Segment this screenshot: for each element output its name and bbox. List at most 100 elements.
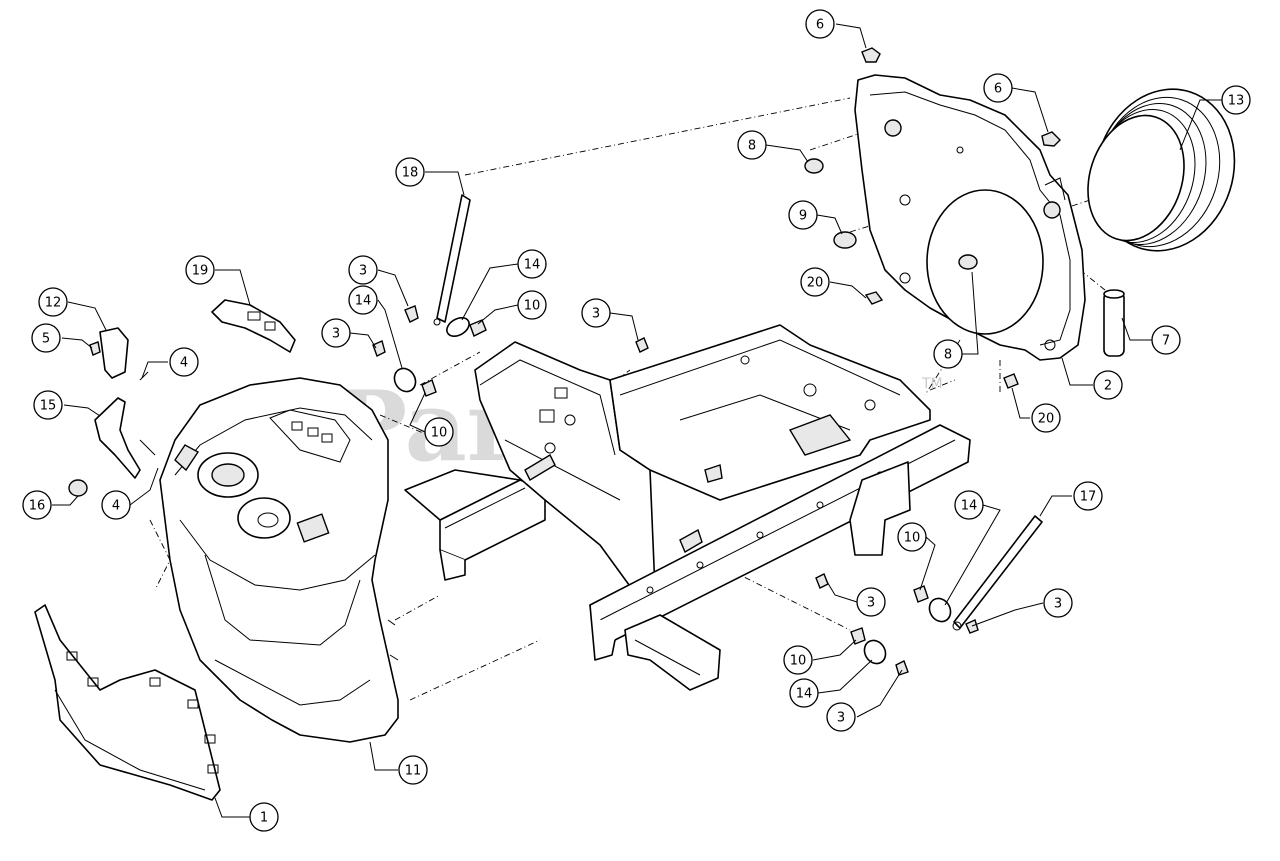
callout-10: 10	[424, 417, 454, 447]
callout-17: 17	[1073, 481, 1103, 511]
callout-10: 10	[897, 522, 927, 552]
callout-label: 14	[524, 258, 541, 273]
callout-circle	[22, 490, 52, 520]
callout-circle	[897, 522, 927, 552]
callout-8: 8	[737, 130, 767, 160]
callout-circle	[856, 587, 886, 617]
callout-circle	[933, 339, 963, 369]
callout-circle	[31, 323, 61, 353]
callout-10: 10	[783, 645, 813, 675]
callout-label: 6	[994, 82, 1002, 97]
callout-circle	[169, 347, 199, 377]
callout-7: 7	[1151, 325, 1181, 355]
callout-3: 3	[348, 255, 378, 285]
callout-label: 20	[1038, 412, 1055, 427]
callout-circle	[581, 298, 611, 328]
callout-label: 8	[748, 139, 756, 154]
callout-3: 3	[581, 298, 611, 328]
callout-11: 11	[398, 755, 428, 785]
callout-16: 16	[22, 490, 52, 520]
callout-19: 19	[185, 255, 215, 285]
rod-parts	[433, 194, 1043, 631]
callout-label: 11	[405, 764, 422, 779]
callout-circle	[1151, 325, 1181, 355]
callout-label: 4	[112, 499, 120, 514]
callout-3: 3	[856, 587, 886, 617]
callout-20: 20	[1031, 403, 1061, 433]
callout-14: 14	[517, 249, 547, 279]
callout-label: 7	[1162, 334, 1170, 349]
callout-label: 6	[816, 18, 824, 33]
callout-label: 10	[790, 654, 807, 669]
callout-label: 15	[40, 399, 57, 414]
callout-label: 17	[1080, 490, 1097, 505]
callout-2: 2	[1093, 370, 1123, 400]
callout-circle	[954, 490, 984, 520]
callout-circle	[1093, 370, 1123, 400]
callout-label: 13	[1228, 94, 1245, 109]
callout-8: 8	[933, 339, 963, 369]
callout-circle	[805, 9, 835, 39]
callout-3: 3	[826, 702, 856, 732]
callout-circle	[826, 702, 856, 732]
part-19-bracket	[211, 299, 296, 353]
callout-12: 12	[38, 287, 68, 317]
callout-circle	[321, 318, 351, 348]
callout-circle	[1031, 403, 1061, 433]
callout-label: 12	[45, 296, 62, 311]
callout-3: 3	[321, 318, 351, 348]
callout-label: 9	[799, 209, 807, 224]
callout-circle	[1221, 85, 1251, 115]
leader-lines	[52, 23, 1222, 818]
panel-hardware	[804, 47, 1061, 389]
callout-13: 13	[1221, 85, 1251, 115]
callout-label: 14	[961, 499, 978, 514]
callout-3: 3	[1043, 588, 1073, 618]
callout-5: 5	[31, 323, 61, 353]
callout-circle	[800, 267, 830, 297]
callout-circle	[398, 755, 428, 785]
callout-circle	[33, 390, 63, 420]
callout-circle	[517, 249, 547, 279]
callout-label: 1	[260, 811, 268, 826]
callout-circle	[783, 645, 813, 675]
callout-label: 3	[359, 264, 367, 279]
callout-circle	[1073, 481, 1103, 511]
callout-label: 3	[592, 307, 600, 322]
callout-label: 5	[42, 332, 50, 347]
callout-circle	[517, 290, 547, 320]
callout-4: 4	[169, 347, 199, 377]
callout-1: 1	[249, 802, 279, 832]
callout-label: 3	[867, 596, 875, 611]
callout-label: 20	[807, 276, 824, 291]
callout-circle	[737, 130, 767, 160]
callout-10: 10	[517, 290, 547, 320]
callout-14: 14	[954, 490, 984, 520]
callout-label: 4	[180, 356, 188, 371]
callout-label: 10	[524, 299, 541, 314]
callout-label: 10	[431, 426, 448, 441]
part-1-shield	[34, 604, 221, 801]
callout-label: 14	[796, 687, 813, 702]
part-7-tube	[1103, 289, 1125, 357]
callout-circle	[1043, 588, 1073, 618]
callout-6: 6	[805, 9, 835, 39]
callout-circle	[348, 285, 378, 315]
callout-label: 14	[355, 294, 372, 309]
callout-circle	[424, 417, 454, 447]
callout-label: 3	[332, 327, 340, 342]
callout-circle	[101, 490, 131, 520]
callout-20: 20	[800, 267, 830, 297]
callout-circle	[788, 200, 818, 230]
part-2-rear-panel	[854, 74, 1086, 361]
main-frame	[404, 324, 971, 691]
dash-small-parts	[68, 327, 156, 497]
part-11-dash-console	[159, 377, 399, 743]
callout-label: 3	[837, 711, 845, 726]
callout-label: 8	[944, 348, 952, 363]
callout-label: 10	[904, 531, 921, 546]
callout-15: 15	[33, 390, 63, 420]
